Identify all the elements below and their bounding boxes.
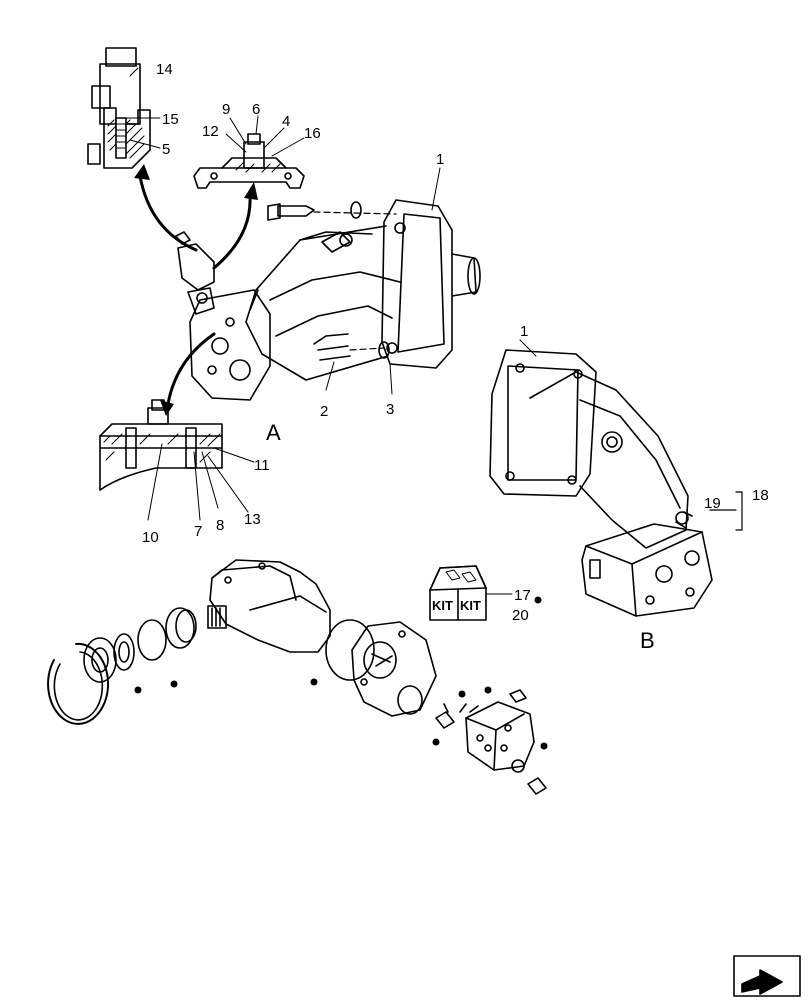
bullets	[134, 596, 548, 750]
exploded-view	[47, 559, 547, 795]
callout-10: 10	[142, 529, 159, 546]
detail-arrows	[138, 174, 252, 406]
callout-1-main: 1	[436, 151, 444, 168]
callout-19: 19	[704, 495, 721, 512]
callout-13: 13	[244, 511, 261, 528]
motor-assembly-b	[489, 349, 713, 617]
detail-restrictor-section	[99, 399, 223, 491]
callout-2: 2	[320, 403, 328, 420]
kit-label-right: KIT	[460, 598, 481, 613]
callout-16: 16	[304, 125, 321, 142]
callout-5: 5	[162, 141, 170, 158]
callout-11: 11	[254, 457, 270, 474]
callout-7: 7	[194, 523, 202, 540]
leader-lines	[125, 67, 537, 595]
kit-label-left: KIT	[432, 598, 453, 613]
page-turn-arrow-icon[interactable]	[733, 955, 801, 997]
callout-20: 20	[512, 607, 529, 624]
callout-labels: 1 2 3 4 5 6 7 8 9 10 11 12 13 14 15 16 1…	[142, 61, 769, 653]
callout-12: 12	[202, 123, 219, 140]
callout-4: 4	[282, 113, 290, 130]
motor-assembly-a	[175, 199, 481, 401]
detail-cap-valve	[193, 133, 305, 189]
callout-18-bracket	[709, 491, 743, 531]
detail-sensor-valve	[87, 47, 151, 169]
callout-3: 3	[386, 401, 394, 418]
kit-box	[429, 565, 487, 621]
callout-9: 9	[222, 101, 230, 118]
callout-14: 14	[156, 61, 173, 78]
callout-18: 18	[752, 487, 769, 504]
callout-8: 8	[216, 517, 224, 534]
callout-17: 17	[514, 587, 531, 604]
view-label-a: A	[266, 420, 281, 445]
alignment-lines	[313, 211, 397, 351]
callout-1-b: 1	[520, 323, 528, 340]
callout-6: 6	[252, 101, 260, 118]
callout-15: 15	[162, 111, 179, 128]
view-label-b: B	[640, 628, 655, 653]
